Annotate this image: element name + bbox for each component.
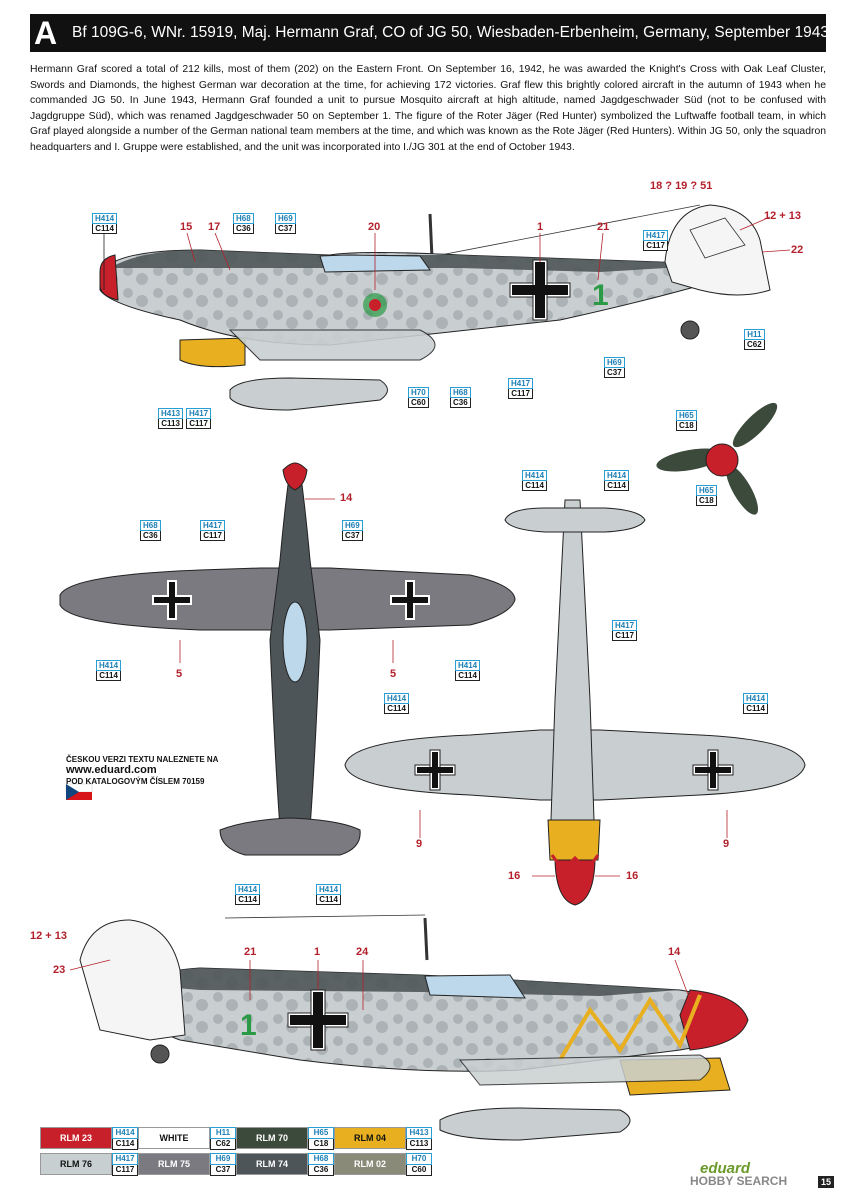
swatch-name: WHITE	[138, 1127, 210, 1149]
decal-number: 15	[180, 221, 193, 233]
decal-number: 14	[340, 492, 353, 504]
propeller-view	[656, 402, 778, 515]
decal-number: 16	[508, 870, 521, 882]
decal-number: 16	[626, 870, 639, 882]
czech-flag-icon	[65, 783, 93, 800]
decal-number: 9	[723, 838, 730, 850]
swatch-name: RLM 02	[334, 1153, 406, 1175]
decal-number: 1	[314, 946, 321, 958]
swatch-name: RLM 04	[334, 1127, 406, 1149]
swatch-name: RLM 75	[138, 1153, 210, 1175]
decal-number: 23	[53, 964, 66, 976]
decal-number: 5	[176, 668, 183, 680]
czech-version-note: ČESKOU VERZI TEXTU NALEZNETE NA www.edua…	[66, 754, 218, 787]
profile-header: A Bf 109G-6, WNr. 15919, Maj. Hermann Gr…	[30, 14, 829, 52]
side-view-top: 1	[99, 204, 791, 411]
decal-number: 12 + 13	[764, 210, 802, 222]
decal-number: 14	[668, 946, 681, 958]
page-number: 15	[818, 1176, 835, 1188]
swatch-name: RLM 23	[40, 1127, 112, 1149]
decal-number: 12 + 13	[30, 930, 68, 942]
side-view-bottom: 1	[69, 914, 749, 1141]
czech-note-line: ČESKOU VERZI TEXTU NALEZNETE NA	[66, 755, 219, 764]
profile-letter: A	[34, 15, 58, 51]
svg-text:1: 1	[240, 1009, 257, 1042]
profile-title: Bf 109G-6, WNr. 15919, Maj. Hermann Graf…	[72, 24, 829, 41]
decal-number: 20	[368, 221, 381, 233]
decal-number: 17	[208, 221, 221, 233]
decal-number: 5	[390, 668, 397, 680]
swatch-name: RLM 70	[236, 1127, 308, 1149]
decal-number: 9	[416, 838, 423, 850]
svg-text:1: 1	[592, 279, 609, 312]
decal-number: 21	[597, 221, 610, 233]
catalog-number: 70159	[182, 777, 205, 786]
decal-number: 24	[356, 946, 369, 958]
swatch-name: RLM 74	[236, 1153, 308, 1175]
decal-number: 21	[244, 946, 257, 958]
hobby-search-watermark: HOBBY SEARCH	[690, 1174, 788, 1188]
swatch-name: RLM 76	[40, 1153, 112, 1175]
czech-note-line: POD KATALOGOVÝM ČÍSLEM	[66, 777, 180, 786]
eduard-logo: eduard	[700, 1160, 751, 1177]
profile-description: Hermann Graf scored a total of 212 kills…	[30, 64, 826, 153]
bottom-view	[344, 499, 806, 906]
top-view	[59, 462, 516, 856]
decal-number: 1	[537, 221, 544, 233]
decal-number: 18 ? 19 ? 51	[650, 180, 713, 192]
decal-number: 22	[791, 244, 804, 256]
eduard-url-link[interactable]: www.eduard.com	[66, 764, 157, 776]
